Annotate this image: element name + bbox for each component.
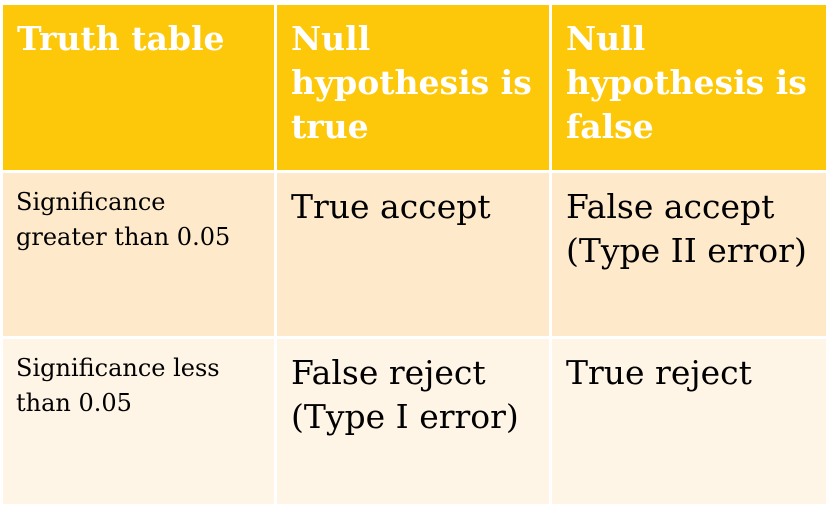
table-title: Truth table [17,19,225,58]
row-label-significance-less: Significance less than 0.05 [16,354,220,417]
table-header-row: Truth table Null hypothesis is true Null… [3,5,826,173]
cell-true-accept: True accept [291,187,491,226]
row-label-significance-greater: Significance greater than 0.05 [16,188,231,251]
header-cell-null-false: Null hypothesis is false [552,5,826,173]
row-label-cell: Significance greater than 0.05 [3,173,277,339]
table-cell: False reject (Type I error) [277,339,552,504]
column-header-null-true: Null hypothesis is true [291,19,532,146]
table-cell: True accept [277,173,552,339]
truth-table: Truth table Null hypothesis is true Null… [3,5,826,504]
cell-false-reject: False reject (Type I error) [291,353,519,436]
column-header-null-false: Null hypothesis is false [566,19,807,146]
table-row: Significance greater than 0.05 True acce… [3,173,826,339]
table-row: Significance less than 0.05 False reject… [3,339,826,504]
table-cell: True reject [552,339,826,504]
header-cell-corner: Truth table [3,5,277,173]
table-cell: False accept (Type II error) [552,173,826,339]
cell-true-reject: True reject [566,353,752,392]
cell-false-accept: False accept (Type II error) [566,187,807,270]
header-cell-null-true: Null hypothesis is true [277,5,552,173]
row-label-cell: Significance less than 0.05 [3,339,277,504]
